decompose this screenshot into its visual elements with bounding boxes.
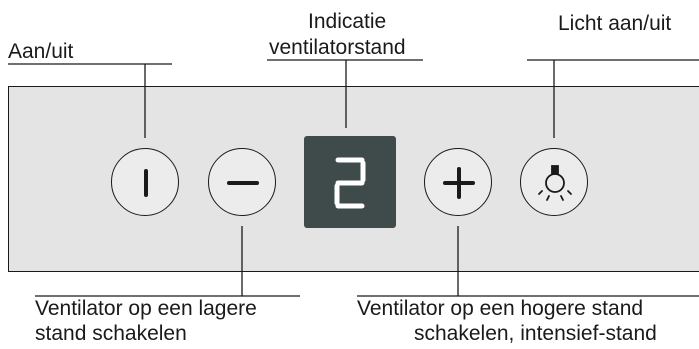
minus-icon xyxy=(227,181,259,185)
light-bulb-icon xyxy=(538,165,572,201)
power-i-icon xyxy=(144,169,148,197)
lower-speed-label-line2: stand schakelen xyxy=(35,322,187,345)
power-button[interactable] xyxy=(111,148,179,216)
indicator-label-line1: Indicatie xyxy=(308,10,387,33)
higher-speed-label-line1: Ventilator op een hogere stand xyxy=(357,297,644,320)
light-button[interactable] xyxy=(520,148,588,216)
plus-icon xyxy=(443,167,475,199)
fan-speed-display: 2 xyxy=(304,136,396,228)
increase-speed-button[interactable] xyxy=(424,148,492,216)
light-label: Licht aan/uit xyxy=(558,12,672,35)
higher-speed-label-line2: schakelen, intensief-stand xyxy=(414,322,657,345)
seven-segment-digit: 2 xyxy=(334,157,366,209)
lower-speed-label-line1: Ventilator op een lagere xyxy=(35,297,257,320)
indicator-label-line2: ventilatorstand xyxy=(269,36,406,59)
power-label: Aan/uit xyxy=(8,40,74,63)
decrease-speed-button[interactable] xyxy=(208,148,276,216)
